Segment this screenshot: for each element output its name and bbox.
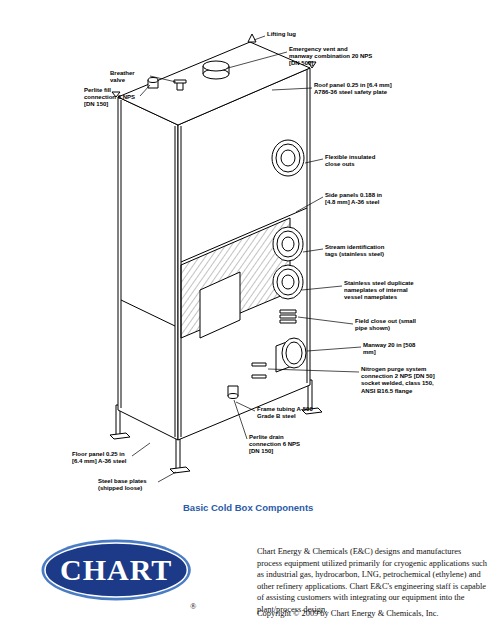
frame-tubing [175,126,176,437]
callout-label: Stream identification tags (stainless st… [325,244,391,258]
right-face [178,68,310,440]
inner-vessel [200,272,240,338]
callout-label: Floor panel 0.25 in [6.4 mm] A-36 steel [72,451,132,465]
nitrogen-purge-pipes [252,363,266,378]
callout-label: Lifting lug [267,31,307,38]
callout-label: Flexible insulated close outs [325,154,385,168]
nozzle [273,265,303,299]
callout-label: Side panels 0.188 in [4.8 mm] A-36 steel [325,192,387,206]
callout-label: Manway 20 in [508 mm] [363,342,425,356]
callout-label: Steel base plates (shipped loose) [98,478,158,492]
roof-panel [118,42,310,125]
panel-seam [121,300,175,326]
base-plate [110,433,130,439]
vent-slots [280,310,296,323]
breather-valve [174,80,186,90]
logo-text: CHART [40,538,192,585]
nozzle [272,140,304,176]
callout-label: Emergency vent and manway combination 20… [289,46,373,68]
logo-oval: CHART [40,538,192,602]
manway [276,338,306,372]
callout-label: Roof panel 0.25 in [6.4 mm] A786-36 stee… [314,82,392,96]
callout-label: Frame tubing A-500 Grade B steel [257,406,329,420]
callout-label: Perlite fill connection 6 NPS [DN 150] [84,87,139,109]
callout-label: Breather valve [110,70,150,84]
nozzle [273,227,303,261]
left-face [118,97,178,440]
perlite-drain [228,386,238,399]
figure-caption: Basic Cold Box Components [183,502,313,513]
perlite-fill [148,78,158,89]
frame-tubing [121,100,122,408]
registered-mark: ® [190,601,204,613]
callout-label: Field close out (small pipe shown) [355,318,421,332]
body-text: Chart Energy & Chemicals (E&C) designs a… [257,546,487,616]
emergency-vent [203,61,229,79]
leader-lines [132,36,361,482]
callout-label: Stainless steel duplicate nameplates of … [344,280,418,302]
base-plate [170,467,190,473]
lifting-lug [248,34,256,42]
callout-label: Perlite drain connection 6 NPS [DN 150] [249,434,311,456]
callout-label: Nitrogen purge system connection 2 NPS [… [361,366,443,395]
body-text: Copyright © 2009 by Chart Energy & Chemi… [257,608,487,620]
frame-tubing [307,70,308,383]
